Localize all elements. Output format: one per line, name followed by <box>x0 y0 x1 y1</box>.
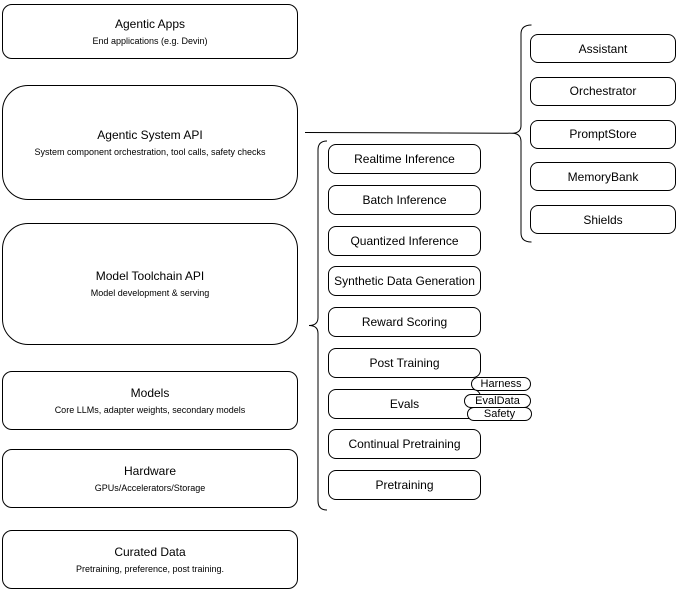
node-models: Models Core LLMs, adapter weights, secon… <box>2 371 298 430</box>
tag-evaldata: EvalData <box>464 393 531 408</box>
tag-safety: Safety <box>467 407 532 421</box>
node-synthetic-data-generation: Synthetic Data Generation <box>328 266 481 297</box>
node-evals: Evals <box>328 388 481 419</box>
node-subtitle: End applications (e.g. Devin) <box>92 35 208 46</box>
brace-toolchain-components <box>308 140 328 511</box>
node-pretraining: Pretraining <box>328 470 481 500</box>
node-hardware: Hardware GPUs/Accelerators/Storage <box>2 449 298 508</box>
node-subtitle: GPUs/Accelerators/Storage <box>94 482 206 493</box>
node-post-training: Post Training <box>328 347 481 378</box>
node-agentic-system-api: Agentic System API System component orch… <box>2 85 298 200</box>
node-continual-pretraining: Continual Pretraining <box>328 429 481 460</box>
tag-harness: Harness <box>471 377 531 391</box>
system-components-column: Assistant Orchestrator PromptStore Memor… <box>530 34 676 234</box>
node-assistant: Assistant <box>530 34 676 63</box>
node-promptstore: PromptStore <box>530 119 676 149</box>
node-realtime-inference: Realtime Inference <box>328 144 481 174</box>
node-title: Agentic System API <box>97 127 203 142</box>
node-reward-scoring: Reward Scoring <box>328 307 481 337</box>
node-model-toolchain-api: Model Toolchain API Model development & … <box>2 223 298 345</box>
brace-system-components <box>511 24 532 243</box>
node-batch-inference: Batch Inference <box>328 184 481 215</box>
connector-line-system-api <box>304 132 513 134</box>
node-quantized-inference: Quantized Inference <box>328 225 481 256</box>
node-memorybank: MemoryBank <box>530 162 676 192</box>
node-orchestrator: Orchestrator <box>530 76 676 106</box>
node-title: Model Toolchain API <box>95 269 205 283</box>
node-title: Agentic Apps <box>114 16 186 31</box>
node-shields: Shields <box>530 205 676 234</box>
node-subtitle: Pretraining, preference, post training. <box>75 563 225 574</box>
node-subtitle: Core LLMs, adapter weights, secondary mo… <box>54 404 246 415</box>
node-subtitle: Model development & serving <box>90 288 210 298</box>
node-curated-data: Curated Data Pretraining, preference, po… <box>2 530 298 589</box>
node-title: Hardware <box>123 463 177 478</box>
toolchain-column: Realtime Inference Batch Inference Quant… <box>328 144 481 500</box>
node-title: Models <box>130 385 170 400</box>
node-agentic-apps: Agentic Apps End applications (e.g. Devi… <box>2 4 298 59</box>
node-subtitle: System component orchestration, tool cal… <box>34 146 266 157</box>
node-title: Curated Data <box>114 544 186 559</box>
